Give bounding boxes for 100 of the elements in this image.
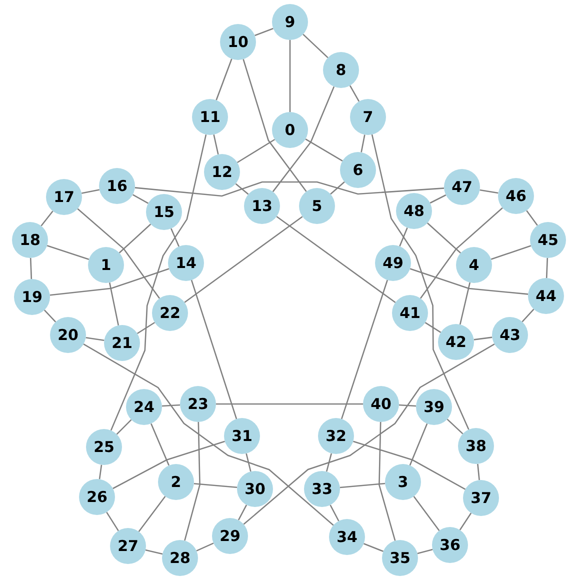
edge-line [371, 134, 470, 430]
edge-line [150, 423, 170, 466]
graph-node: 39 [416, 389, 452, 425]
edge-line [340, 280, 388, 420]
edge-line [349, 85, 360, 102]
graph-node: 10 [220, 24, 256, 60]
edge-line [162, 404, 180, 407]
edge-line [40, 210, 54, 226]
edge-line [83, 344, 334, 526]
edge-line [276, 216, 396, 304]
graph-node: 27 [110, 528, 146, 564]
edge-line [398, 404, 416, 407]
graph-node: 40 [363, 386, 399, 422]
graph-node: 1 [88, 247, 124, 283]
edge-line [546, 258, 548, 278]
edge-line [134, 181, 444, 197]
graph-node: 47 [444, 169, 480, 205]
edge-line [77, 208, 160, 299]
edge-line [246, 453, 252, 472]
graph-node: 46 [498, 178, 534, 214]
graph-node: 22 [152, 295, 188, 331]
graph-node: 18 [12, 222, 48, 258]
edge-line [235, 183, 249, 195]
edge-line [30, 258, 32, 280]
graph-node: 7 [350, 99, 386, 135]
graph-node: 21 [104, 325, 140, 361]
edge-line [490, 245, 532, 260]
edge-line [118, 224, 152, 254]
edge-line [254, 28, 274, 36]
graph-node: 38 [458, 428, 494, 464]
edge-line [330, 181, 345, 195]
edge-line [326, 453, 332, 472]
edge-line [272, 86, 335, 192]
edge-line [112, 440, 225, 490]
edge-line [243, 344, 495, 525]
edge-line [81, 189, 100, 194]
edge-line [238, 504, 248, 520]
edge-line [446, 418, 464, 434]
edge-line [399, 227, 408, 247]
edge-line [353, 440, 466, 490]
graph-node: 5 [299, 188, 335, 224]
edge-line [459, 512, 472, 530]
edge-line [409, 423, 428, 466]
edge-line [216, 58, 232, 100]
graph-node: 20 [50, 317, 86, 353]
graph-node: 34 [329, 519, 365, 555]
graph-node: 42 [438, 324, 474, 360]
edge-line [302, 34, 328, 58]
edge-line [430, 194, 446, 204]
edge-line [426, 222, 462, 254]
graph-node: 37 [463, 480, 499, 516]
graph-node: 14 [168, 245, 204, 281]
edge-line [522, 308, 534, 322]
edge-line [136, 322, 156, 334]
graph-node: 48 [396, 193, 432, 229]
graph-node: 26 [79, 479, 115, 515]
edge-line [110, 134, 207, 431]
graph-node: 9 [272, 4, 308, 40]
graph-node: 30 [237, 471, 273, 507]
edge-line [413, 496, 440, 531]
graph-node: 8 [323, 52, 359, 88]
edge-line [330, 504, 340, 522]
edge-line [132, 194, 149, 204]
graph-node: 49 [375, 245, 411, 281]
edge-line [196, 542, 214, 552]
graph-node: 24 [126, 389, 162, 425]
graph-node: 13 [244, 188, 280, 224]
edge-line [216, 403, 363, 405]
edge-line [360, 134, 366, 152]
graph-node: 23 [180, 386, 216, 422]
edge-line [477, 464, 480, 480]
graph-node: 31 [224, 418, 260, 454]
edge-line [526, 210, 538, 226]
edge-line [340, 482, 386, 488]
graph-node: 35 [382, 540, 418, 576]
graph-node: 6 [340, 152, 376, 188]
graph-node: 32 [318, 418, 354, 454]
edge-line [170, 228, 180, 247]
edge-line [480, 189, 498, 194]
edge-line [138, 496, 166, 532]
edge-line [410, 268, 528, 295]
edge-line [184, 422, 200, 541]
edge-line [459, 282, 471, 325]
edge-line [242, 59, 307, 192]
edge-line [424, 322, 442, 333]
edge-line [106, 512, 119, 532]
edge-line [190, 280, 238, 420]
edge-line [305, 138, 343, 162]
edge-line [50, 268, 170, 296]
graph-node: 25 [86, 429, 122, 465]
graph-node: 17 [46, 179, 82, 215]
graph-node: 16 [99, 168, 135, 204]
edge-line [98, 464, 102, 480]
graph-node: 29 [212, 518, 248, 554]
graph-node: 2 [158, 464, 194, 500]
edge-line [289, 40, 291, 112]
graph-node: 41 [392, 295, 428, 331]
edge-line [213, 134, 219, 155]
graph-node: 43 [492, 317, 528, 353]
graph-node: 33 [304, 471, 340, 507]
